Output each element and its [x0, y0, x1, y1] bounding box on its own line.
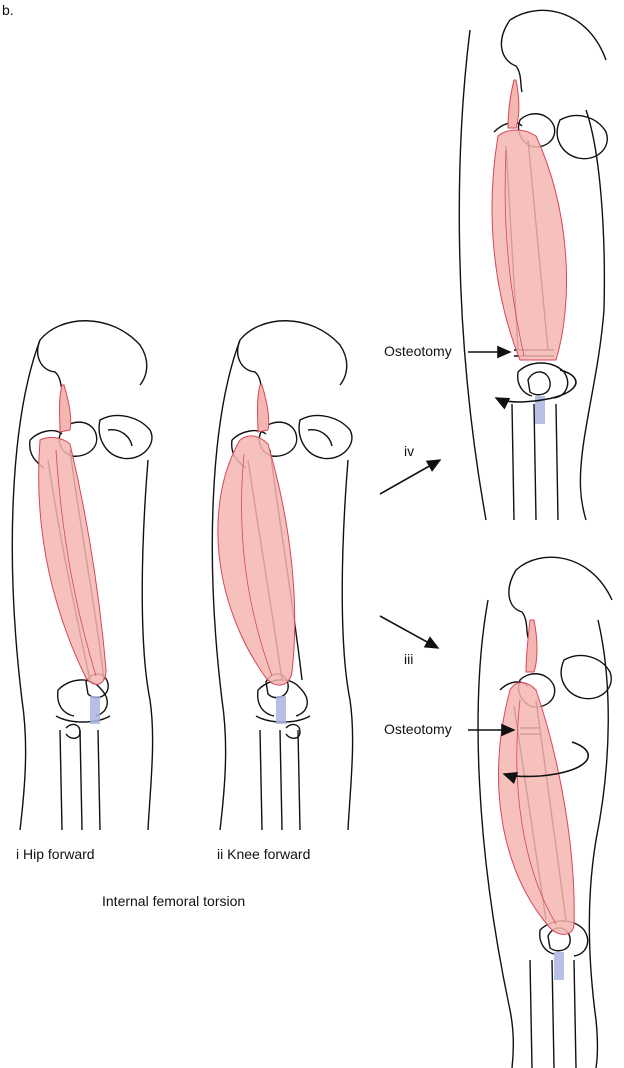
osteotomy-arrow-top [468, 345, 577, 410]
part-label: b. [2, 2, 14, 18]
caption-knee-forward: ii Knee forward [217, 846, 311, 862]
leg-i-outline [11, 339, 41, 831]
leg-iii-muscle [498, 619, 575, 980]
leg-i-muscle [38, 384, 107, 724]
arrow-label-iii: iii [404, 651, 414, 667]
osteotomy-label-bottom: Osteotomy [384, 721, 452, 737]
leg-ii-pelvis [237, 320, 348, 396]
osteotomy-arrow-bottom [468, 723, 590, 785]
figure-title: Internal femoral torsion [102, 893, 246, 909]
osteotomy-label-top: Osteotomy [384, 343, 452, 359]
leg-i-pelvis [37, 320, 148, 396]
caption-hip-forward: i Hip forward [16, 846, 95, 862]
leg-iii-pelvis [508, 556, 613, 639]
leg-ii-muscle [217, 384, 296, 724]
arrow-to-iii [379, 615, 440, 649]
arrow-to-iv [379, 459, 442, 495]
leg-iv-pelvis [500, 9, 607, 93]
leg-iv-patella [527, 371, 551, 396]
leg-iv-muscle [491, 79, 568, 424]
arrow-label-iv: iv [404, 443, 415, 459]
